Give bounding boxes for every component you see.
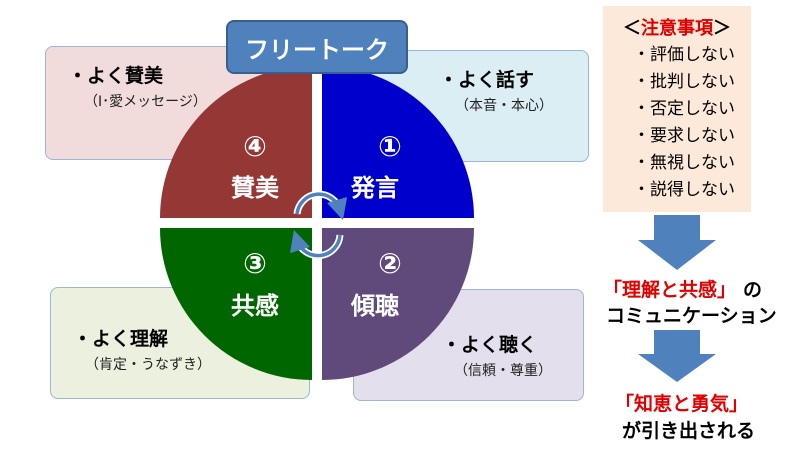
box-sub-praise: （I･愛メッセージ） <box>84 94 207 110</box>
result1-red: 「理解と共感」 <box>603 279 737 301</box>
result2-red: 「知恵と勇気」 <box>615 393 749 415</box>
box-title-listen: ・よく聴く <box>442 334 538 356</box>
note-item: ・要求しない <box>633 126 735 146</box>
down-arrow-2 <box>638 330 716 382</box>
quadrant-num-4: ④ <box>243 130 267 163</box>
notes-panel: ＜注意事項＞ ・評価しない ・批判しない ・否定しない ・要求しない ・無視しな… <box>603 6 751 212</box>
box-sub-understand: （肯定・うなずき） <box>85 357 211 373</box>
cycle-arrow-top <box>295 192 348 221</box>
note-item: ・否定しない <box>633 99 735 119</box>
box-title-speak: ・よく話す <box>439 69 535 91</box>
quadrant-listen <box>322 228 474 380</box>
quadrant-speak <box>322 66 474 218</box>
quadrant-num-3: ③ <box>243 247 267 280</box>
bracket-left: ＜ <box>623 18 641 39</box>
result2-line2: が引き出される <box>622 420 756 442</box>
quadrant-label-2: 傾聴 <box>351 292 399 320</box>
bracket-right: ＞ <box>713 18 731 39</box>
notes-title: ＜注意事項＞ <box>603 14 751 40</box>
box-title-understand: ・よく理解 <box>73 328 169 350</box>
note-item: ・説得しない <box>633 180 735 200</box>
cycle-arrow-bottom <box>290 229 342 258</box>
result1-suffix: の <box>743 279 763 301</box>
note-item: ・批判しない <box>633 72 735 92</box>
quadrant-empathy <box>160 228 312 380</box>
free-talk-label: フリートーク <box>226 20 408 74</box>
quadrant-label-4: 賛美 <box>231 174 279 202</box>
box-sub-speak: （本音・本心） <box>455 98 553 114</box>
down-arrow-1 <box>638 215 716 270</box>
quadrant-praise <box>160 66 312 218</box>
note-item: ・無視しない <box>633 153 735 173</box>
quadrant-num-1: ① <box>378 130 402 163</box>
box-title-praise: ・よく賛美 <box>68 65 164 87</box>
result1-line2: コミュニケーション <box>606 305 777 327</box>
quadrant-label-3: 共感 <box>231 292 279 320</box>
note-item: ・評価しない <box>633 45 735 65</box>
quadrant-num-2: ② <box>378 247 402 280</box>
quadrant-label-1: 発言 <box>351 174 399 202</box>
box-sub-listen: （信頼・尊重） <box>454 363 552 379</box>
notes-title-text: 注意事項 <box>641 18 713 39</box>
